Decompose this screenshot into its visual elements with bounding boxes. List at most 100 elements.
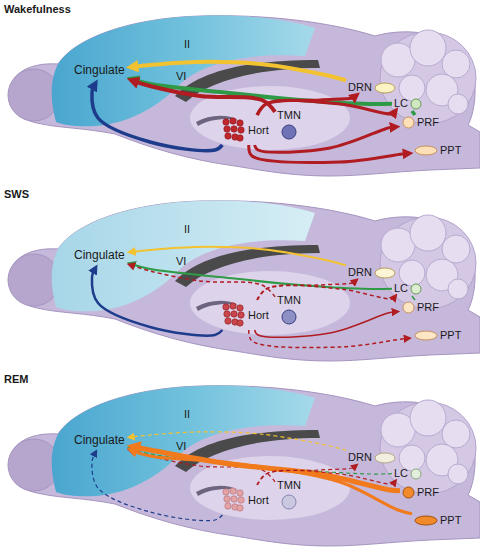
cell-dot <box>237 120 243 126</box>
nucleus-label: PRF <box>417 116 439 129</box>
nucleus-shape <box>402 486 415 499</box>
rem-panel <box>8 386 480 546</box>
layer-label: II <box>184 223 190 236</box>
cortex <box>52 386 315 497</box>
nucleus-label: TMN <box>277 294 301 307</box>
projection-arrow <box>257 467 355 486</box>
nucleus-label: Cingulate <box>74 433 125 448</box>
nucleus-label: LC <box>394 97 408 110</box>
projection-arrow <box>133 451 412 514</box>
orexin-nucleus: Hort <box>218 485 271 515</box>
locus-coeruleus: LC <box>392 466 424 481</box>
projection-arrow <box>255 127 394 152</box>
tegmental-nucleus: PPT <box>412 143 463 158</box>
projection-arrow <box>412 111 415 115</box>
cell-dot <box>223 119 229 125</box>
projection-arrow <box>412 296 415 300</box>
nucleus-label: PPT <box>440 514 461 527</box>
raphe-nucleus: DRN <box>346 80 398 95</box>
nucleus-shape <box>374 82 396 94</box>
orexin-nucleus: Hort <box>218 300 271 330</box>
nucleus-outline <box>375 268 395 278</box>
cell-dot <box>237 305 243 311</box>
cell-dot <box>230 118 236 124</box>
cell-dot <box>225 133 231 139</box>
cell-dot <box>237 320 243 326</box>
sws-panel <box>8 201 480 361</box>
nucleus-label: Cingulate <box>74 63 125 78</box>
orexin-nucleus: Hort <box>218 115 271 145</box>
panel-title: Wakefulness <box>4 3 71 16</box>
nucleus-outline <box>403 302 414 313</box>
nucleus-label: PRF <box>417 301 439 314</box>
nucleus-outline <box>403 487 414 498</box>
nucleus-shape <box>220 116 246 144</box>
panel-title: SWS <box>4 188 29 201</box>
nucleus-shape <box>374 267 396 279</box>
locus-coeruleus: LC <box>392 96 424 111</box>
panel-title: REM <box>4 373 28 386</box>
projection-arrow <box>132 265 275 296</box>
nucleus-shape <box>402 116 415 129</box>
projection-arrow <box>132 247 346 266</box>
layer-label: VI <box>176 255 186 268</box>
nucleus-label: Hort <box>248 309 269 322</box>
layer-label: II <box>184 38 190 51</box>
nucleus-outline <box>411 99 421 109</box>
projection-arrow <box>92 86 222 151</box>
cell-dot <box>231 126 237 132</box>
locus-coeruleus: LC <box>392 281 424 296</box>
nucleus-label: LC <box>394 282 408 295</box>
nucleus-outline <box>282 310 296 324</box>
nucleus-outline <box>375 453 395 463</box>
cell-dot <box>230 303 236 309</box>
projection-arrow <box>255 312 395 338</box>
cell-dot <box>223 304 229 310</box>
cell-dot <box>238 312 244 318</box>
cell-dot <box>237 505 243 511</box>
nucleus-outline <box>415 146 437 155</box>
cell-dot <box>224 126 230 132</box>
nucleus-shape <box>281 309 297 325</box>
cell-dot <box>231 311 237 317</box>
projection-arrow <box>131 432 346 451</box>
nucleus-shape <box>281 124 297 140</box>
raphe-nucleus: DRN <box>346 450 398 465</box>
raphe-nucleus: DRN <box>346 265 398 280</box>
cell-dot <box>238 127 244 133</box>
wake-panel <box>8 16 480 176</box>
projection-arrow <box>92 270 222 336</box>
nucleus-shape <box>410 283 422 295</box>
nucleus-label: PPT <box>440 329 461 342</box>
nucleus-label: Hort <box>248 124 269 137</box>
nucleus-outline <box>282 495 296 509</box>
projection-arrow <box>257 282 355 301</box>
cortex-region: Cingulate <box>72 247 127 264</box>
nucleus-label: Hort <box>248 494 269 507</box>
nucleus-shape <box>410 468 422 480</box>
nucleus-shape <box>410 98 422 110</box>
nucleus-shape <box>281 494 297 510</box>
tegmental-nucleus: PPT <box>412 513 463 528</box>
projection-arrow <box>92 453 222 520</box>
projection-arrow <box>249 145 407 163</box>
cortex-region: Cingulate <box>72 432 127 449</box>
nucleus-shape <box>220 301 246 329</box>
cell-dot <box>237 135 243 141</box>
cortex <box>52 16 315 127</box>
nucleus-label: DRN <box>348 266 372 279</box>
cell-dot <box>225 318 231 324</box>
cell-dot <box>224 496 230 502</box>
cell-dot <box>231 496 237 502</box>
nucleus-outline <box>403 117 414 128</box>
nucleus-label: DRN <box>348 81 372 94</box>
nucleus-label: TMN <box>277 479 301 492</box>
nucleus-outline <box>282 125 296 139</box>
cell-dot <box>238 497 244 503</box>
nucleus-shape <box>414 330 438 341</box>
projection-arrow <box>134 81 275 112</box>
nucleus-shape <box>414 515 438 526</box>
nucleus-outline <box>411 284 421 294</box>
projection-arrow <box>257 97 355 116</box>
